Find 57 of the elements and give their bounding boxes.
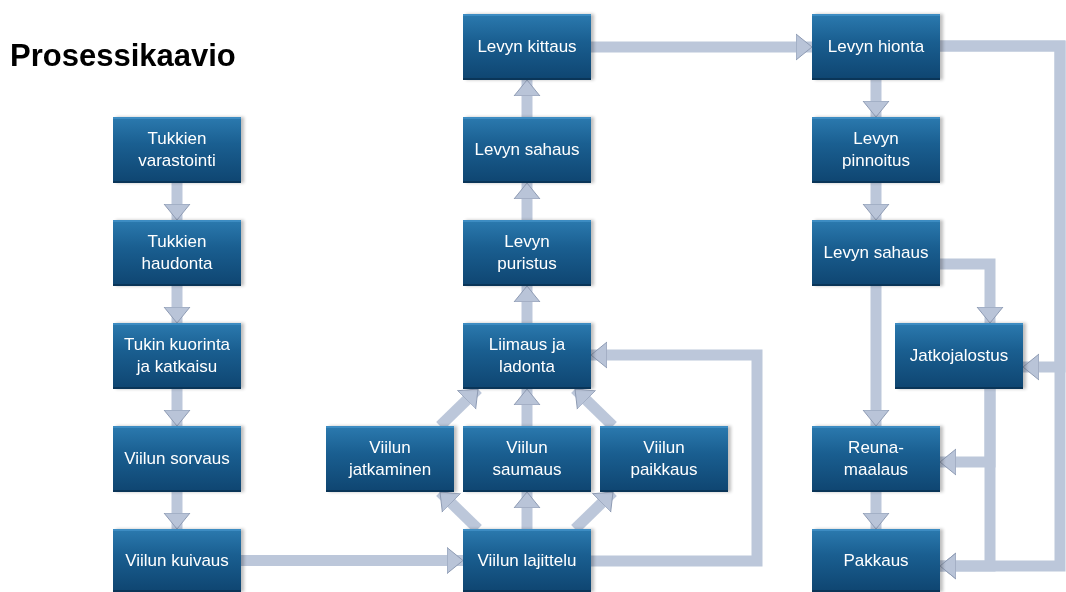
arrow (590, 341, 763, 567)
box-label: Reuna-maalaus (842, 437, 910, 481)
arrow (163, 492, 191, 530)
diagram-title: Prosessikaavio (10, 38, 236, 74)
box-label: Levyn pinnoitus (840, 128, 912, 172)
box-label: Viilun saumaus (491, 437, 563, 481)
box-label: Jatkojalostus (909, 345, 1009, 367)
arrow (940, 258, 1004, 324)
process-box (812, 117, 940, 183)
arrow (862, 183, 890, 221)
process-box (463, 426, 591, 492)
box-label: Liimaus ja ladonta (487, 334, 567, 378)
arrow (241, 547, 464, 574)
arrow (513, 79, 541, 117)
arrow (513, 182, 541, 220)
box-label: Viilun sorvaus (124, 448, 230, 470)
process-box (113, 323, 241, 389)
arrow (513, 388, 541, 426)
box-label: Levyn sahaus (823, 242, 929, 264)
box-label: Tukin kuorinta ja katkaisu (122, 334, 232, 378)
box-label: Pakkaus (843, 549, 909, 572)
arrow (163, 183, 191, 221)
process-box (812, 529, 940, 592)
arrow (513, 285, 541, 323)
process-box (812, 220, 940, 286)
process-box (113, 529, 241, 592)
process-box (463, 14, 591, 80)
arrow (862, 492, 890, 530)
process-box (113, 117, 241, 183)
box-label: Viilun kuivaus (125, 549, 229, 572)
arrow (513, 491, 541, 529)
box-label: Viilun lajittelu (477, 549, 577, 572)
arrow (862, 286, 890, 427)
arrow (862, 80, 890, 118)
box-label: Levyn kittaus (477, 36, 577, 58)
process-box (113, 220, 241, 286)
box-label: Tukkien varastointi (137, 128, 217, 172)
arrow (591, 33, 813, 61)
box-label: Levyn puristus (496, 231, 558, 275)
process-box (812, 426, 940, 492)
box-label: Tukkien haudonta (140, 231, 214, 275)
box-label: Viilun jatkaminen (347, 437, 433, 481)
process-box (600, 426, 728, 492)
process-box (463, 529, 591, 592)
arrow (939, 389, 996, 580)
process-box (463, 117, 591, 183)
box-label: Levyn sahaus (474, 139, 580, 161)
process-box (895, 323, 1023, 389)
process-box (812, 14, 940, 80)
arrow (163, 286, 191, 324)
process-box (326, 426, 454, 492)
process-box (463, 220, 591, 286)
box-label: Levyn hionta (827, 36, 925, 58)
arrow (163, 389, 191, 427)
box-label: Viilun paikkaus (629, 437, 699, 481)
process-box (463, 323, 591, 389)
process-box (113, 426, 241, 492)
